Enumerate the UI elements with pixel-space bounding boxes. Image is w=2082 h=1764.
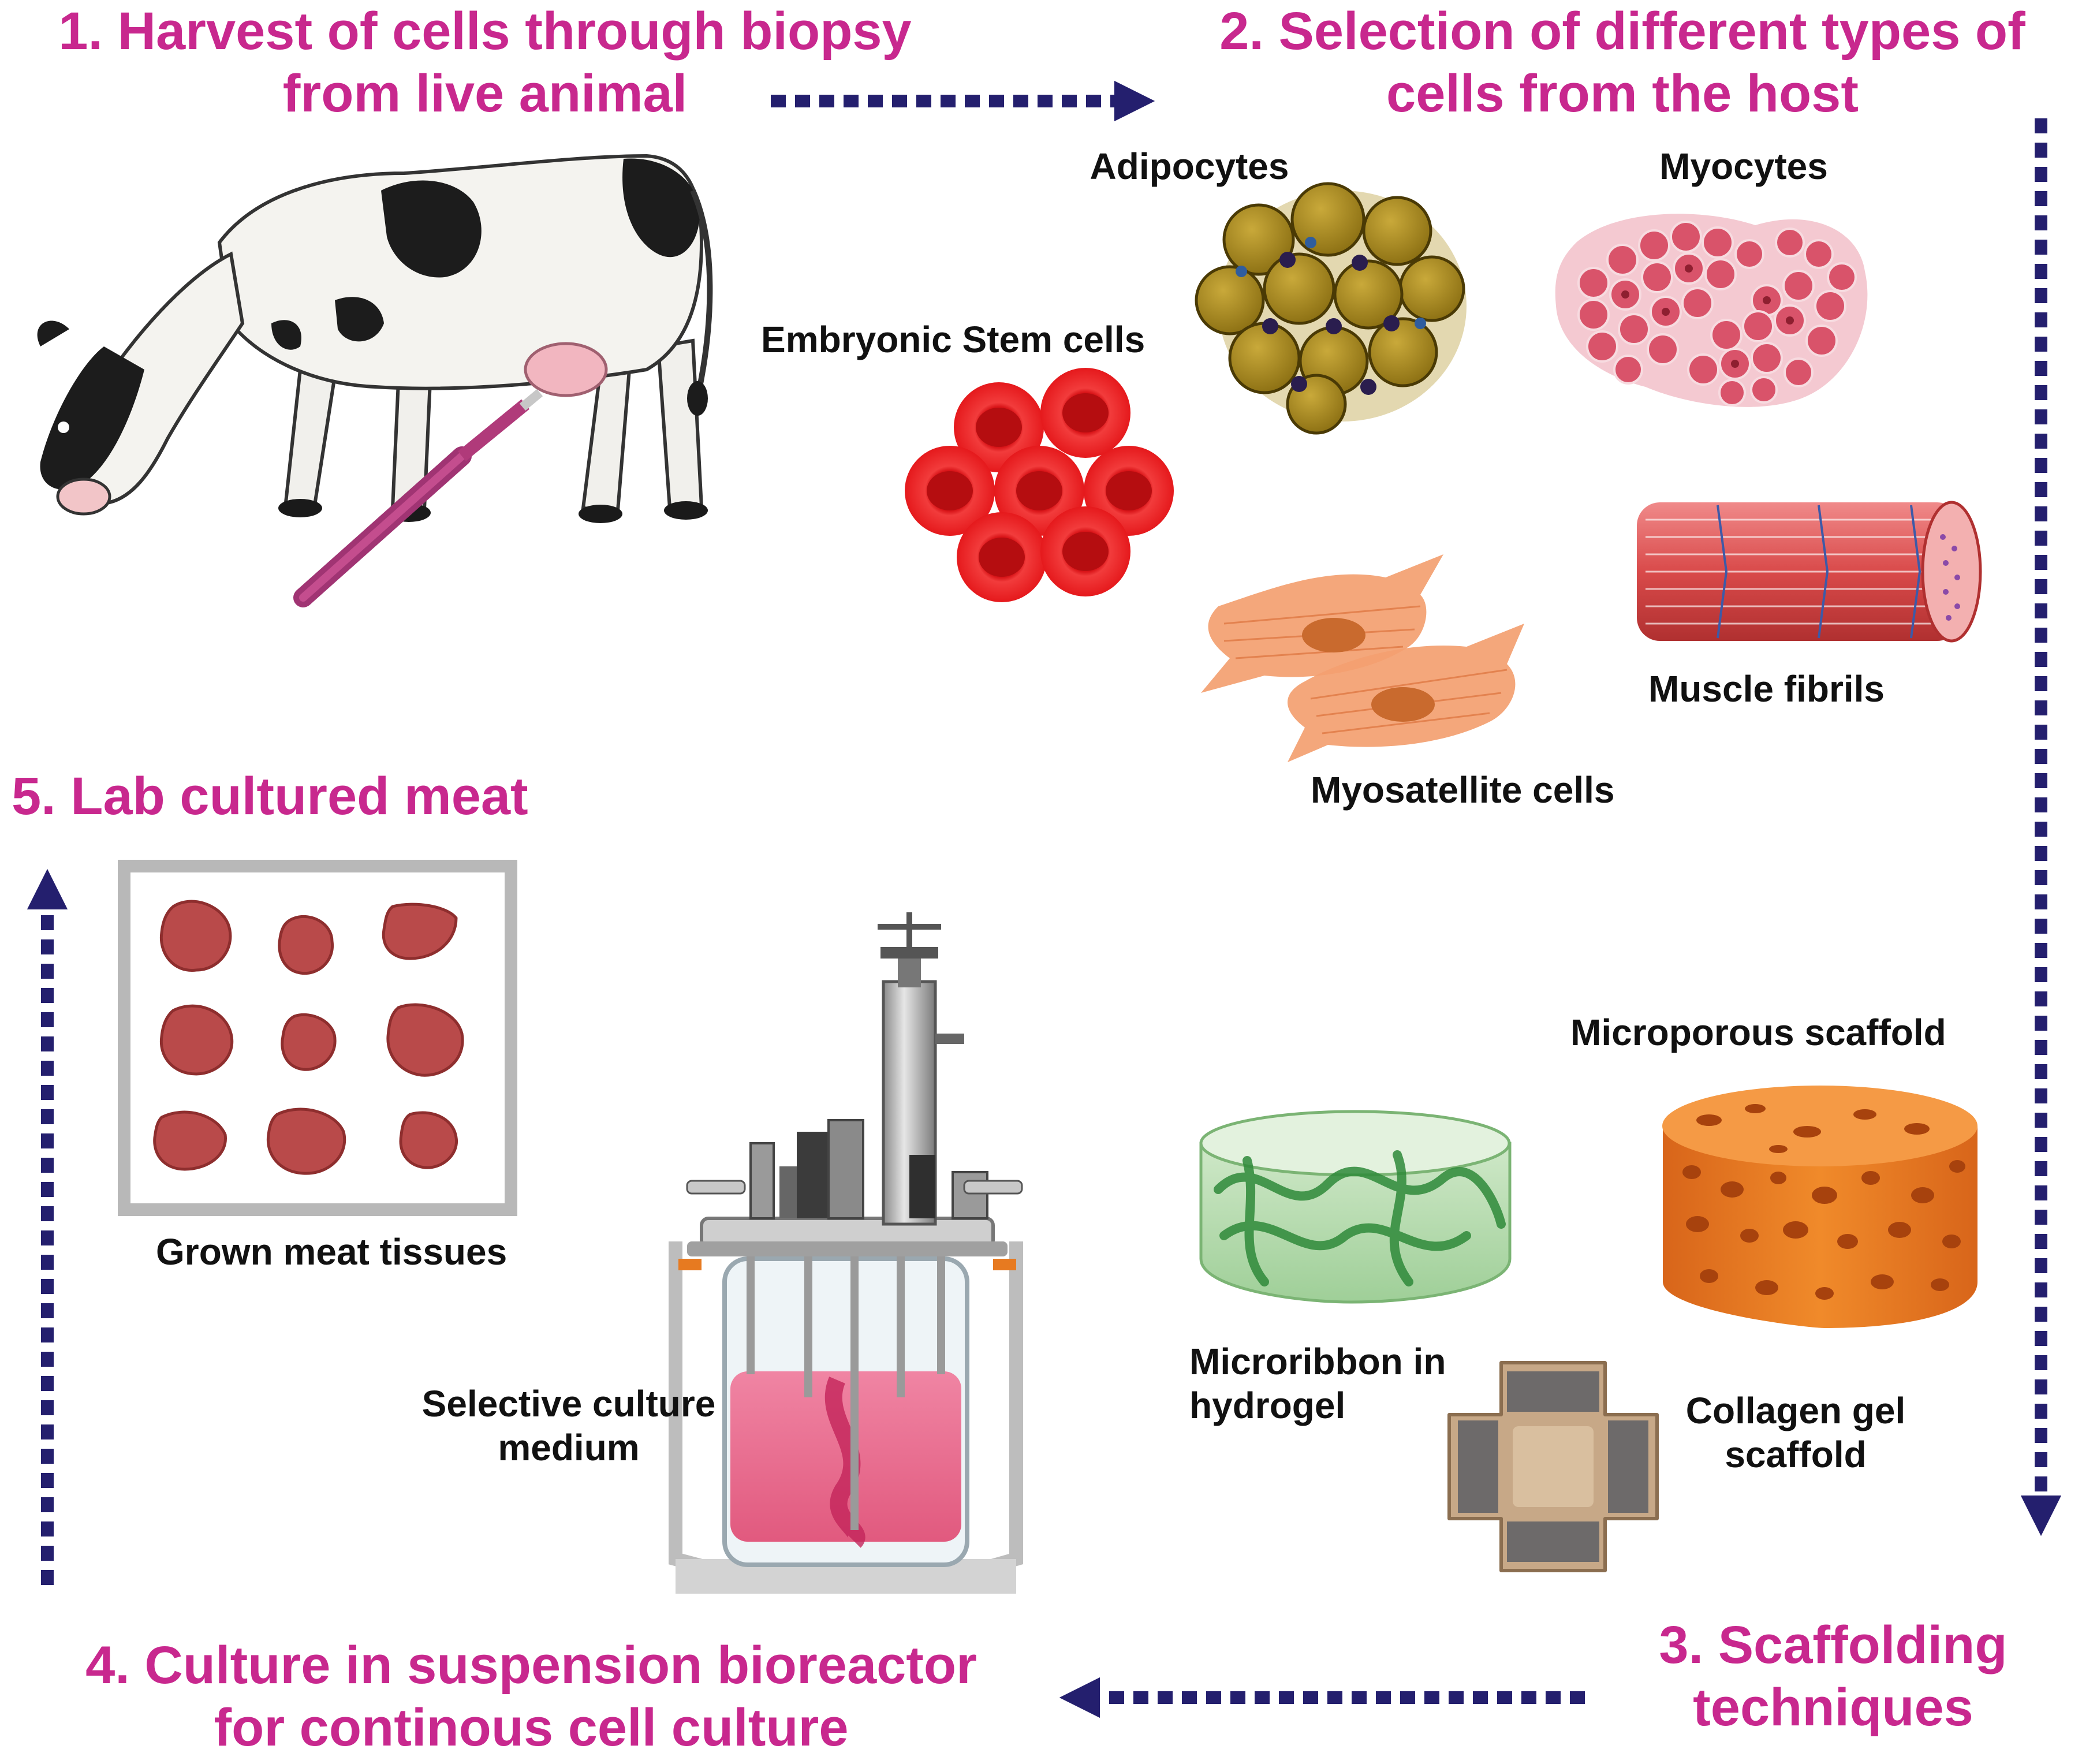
step4-title-line2: for continous cell culture xyxy=(214,1698,849,1757)
myosatellite-cells xyxy=(1201,554,1524,762)
cow-illustration xyxy=(37,154,713,523)
myocytes-label: Myocytes xyxy=(1659,146,1828,187)
microporous-scaffold xyxy=(1662,1086,1977,1328)
step2-title-line2: cells from the host xyxy=(1386,64,1859,123)
grown-meat-tissues-label: Grown meat tissues xyxy=(156,1231,508,1273)
myosatellite-cells-label: Myosatellite cells xyxy=(1311,769,1615,811)
culture-medium-label: Selective culture medium xyxy=(404,1382,733,1470)
step3-title-line1: 3. Scaffolding xyxy=(1659,1616,2008,1675)
adipocytes-cluster xyxy=(1195,182,1467,435)
muscle-fibrils-label: Muscle fibrils xyxy=(1648,668,1885,710)
step1-title-line1: 1. Harvest of cells through biopsy xyxy=(58,2,912,61)
collagen-gel-scaffold-label: Collagen gel scaffold xyxy=(1663,1389,1928,1476)
step5-title-line1: 5. Lab cultured meat xyxy=(12,767,528,826)
collagen-gel-scaffold xyxy=(1447,1361,1659,1572)
collagen-label-line2: scaffold xyxy=(1725,1434,1867,1475)
embryonic-stem-cells-label: Embryonic Stem cells xyxy=(761,319,1146,360)
step1-title-line2: from live animal xyxy=(282,64,688,123)
embryonic-stem-cells-cluster xyxy=(905,368,1174,602)
step5-title: 5. Lab cultured meat xyxy=(12,765,528,827)
step3-title-line2: techniques xyxy=(1693,1678,1973,1737)
step2-title-line1: 2. Selection of different types of xyxy=(1219,2,2025,61)
microribbon-hydrogel xyxy=(1199,1110,1512,1304)
myocytes-tissue xyxy=(1555,214,1868,407)
step2-title: 2. Selection of different types of cells… xyxy=(1166,0,2079,125)
collagen-label-line1: Collagen gel xyxy=(1685,1390,1906,1431)
step4-title: 4. Culture in suspension bioreactor for … xyxy=(17,1634,1045,1759)
microribbon-hydrogel-label: Microribbon in hydrogel xyxy=(1189,1340,1446,1427)
adipocytes-label: Adipocytes xyxy=(1089,146,1289,187)
meat-tissues-tray xyxy=(118,860,517,1216)
microribbon-label-line2: hydrogel xyxy=(1189,1385,1346,1426)
culture-medium-line1: Selective culture xyxy=(421,1383,716,1424)
biopsy-punch-tool xyxy=(293,389,543,607)
step3-title: 3. Scaffolding techniques xyxy=(1611,1614,2055,1739)
step1-title: 1. Harvest of cells through biopsy from … xyxy=(23,0,947,125)
microribbon-label-line1: Microribbon in xyxy=(1189,1341,1446,1382)
culture-medium-line2: medium xyxy=(498,1427,640,1468)
microporous-scaffold-label: Microporous scaffold xyxy=(1570,1012,1946,1053)
suspension-bioreactor xyxy=(669,912,1023,1594)
muscle-fibril xyxy=(1637,501,1982,643)
step4-title-line1: 4. Culture in suspension bioreactor xyxy=(85,1636,977,1695)
